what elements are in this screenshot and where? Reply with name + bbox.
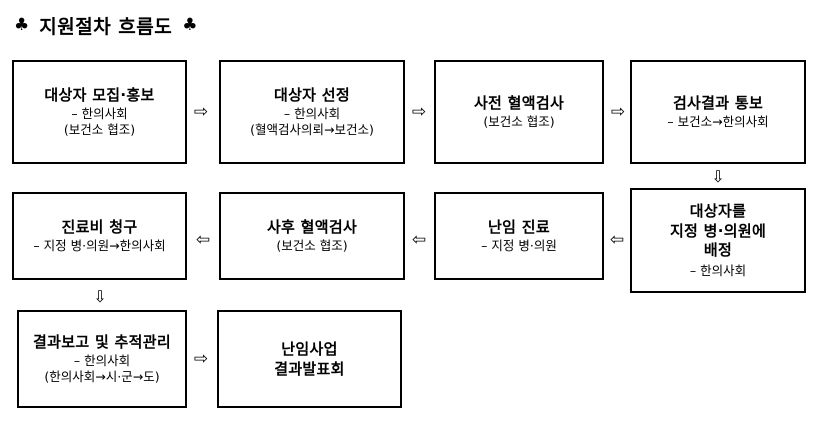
node-presentation-title-line-2: 결과발표회 xyxy=(274,360,345,378)
connector-arrow-left-1: ⇦ xyxy=(609,229,625,250)
node-post-blood-test-subline-1: (보건소 협조) xyxy=(276,238,348,254)
node-recruit-title: 대상자 모집·홍보 xyxy=(44,85,155,104)
node-fee-claim-subline-1: – 지정 병·의원→한의사회 xyxy=(33,238,166,254)
node-report-followup-subline-1: – 한의사회 xyxy=(73,352,131,368)
club-suit-icon-left: ♣ xyxy=(14,14,30,35)
node-pre-blood-test[interactable]: 사전 혈액검사 (보건소 협조) xyxy=(434,60,604,164)
node-presentation[interactable]: 난임사업 결과발표회 xyxy=(217,310,402,408)
node-assign-clinic-title-line-2: 지정 병·의원에 xyxy=(669,221,767,240)
node-assign-clinic[interactable]: 대상자를 지정 병·의원에 배정 – 한의사회 xyxy=(630,188,806,293)
node-assign-clinic-title-line-1: 대상자를 xyxy=(689,202,747,221)
node-report-followup[interactable]: 결과보고 및 추적관리 – 한의사회 (한의사회→시·군→도) xyxy=(17,310,187,408)
connector-arrow-down-1: ⇩ xyxy=(711,167,725,186)
connector-arrow-down-2: ⇩ xyxy=(93,287,107,306)
node-fee-claim[interactable]: 진료비 청구 – 지정 병·의원→한의사회 xyxy=(12,192,187,280)
node-assign-clinic-title-line-3: 배정 xyxy=(703,241,733,260)
node-presentation-title-line-1: 난임사업 xyxy=(281,339,338,358)
node-select-title: 대상자 선정 xyxy=(273,85,351,104)
connector-arrow-right-4: ⇨ xyxy=(193,348,209,369)
connector-arrow-right-3: ⇨ xyxy=(610,101,626,122)
node-recruit-subline-1: – 한의사회 xyxy=(71,105,128,121)
node-recruit[interactable]: 대상자 모집·홍보 – 한의사회 (보건소 협조) xyxy=(12,60,187,164)
node-pre-blood-test-title: 사전 혈액검사 xyxy=(473,93,565,112)
club-suit-icon-right: ♣ xyxy=(182,14,198,35)
node-select-subline-1: – 한의사회 xyxy=(283,105,341,121)
node-report-followup-subline-2: (한의사회→시·군→도) xyxy=(44,369,160,385)
node-result-notice-subline-1: – 보건소→한의사회 xyxy=(667,114,769,130)
node-assign-clinic-subline-1: – 한의사회 xyxy=(689,262,747,278)
node-pre-blood-test-subline-1: (보건소 협조) xyxy=(483,114,555,130)
connector-arrow-left-3: ⇦ xyxy=(195,229,211,250)
connector-arrow-right-1: ⇨ xyxy=(193,101,209,122)
node-recruit-subline-2: (보건소 협조) xyxy=(63,122,136,138)
node-fee-claim-title: 진료비 청구 xyxy=(61,217,138,236)
node-report-followup-title: 결과보고 및 추적관리 xyxy=(33,332,171,351)
node-infertility-care-subline-1: – 지정 병·의원 xyxy=(481,238,557,254)
node-result-notice-title: 검사결과 통보 xyxy=(672,93,764,112)
connector-arrow-left-2: ⇦ xyxy=(411,229,427,250)
node-post-blood-test[interactable]: 사후 혈액검사 (보건소 협조) xyxy=(219,192,405,280)
node-result-notice[interactable]: 검사결과 통보 – 보건소→한의사회 xyxy=(630,60,806,164)
node-select-subline-2: (혈액검사의뢰→보건소) xyxy=(250,122,374,138)
node-select[interactable]: 대상자 선정 – 한의사회 (혈액검사의뢰→보건소) xyxy=(219,60,405,164)
page-title: ♣ 지원절차 흐름도 ♣ xyxy=(14,8,494,42)
node-infertility-care-title: 난임 진료 xyxy=(488,217,550,236)
node-infertility-care[interactable]: 난임 진료 – 지정 병·의원 xyxy=(434,192,604,280)
connector-arrow-right-2: ⇨ xyxy=(411,101,427,122)
node-post-blood-test-title: 사후 혈액검사 xyxy=(266,217,358,236)
page-title-text: 지원절차 흐름도 xyxy=(39,15,173,38)
